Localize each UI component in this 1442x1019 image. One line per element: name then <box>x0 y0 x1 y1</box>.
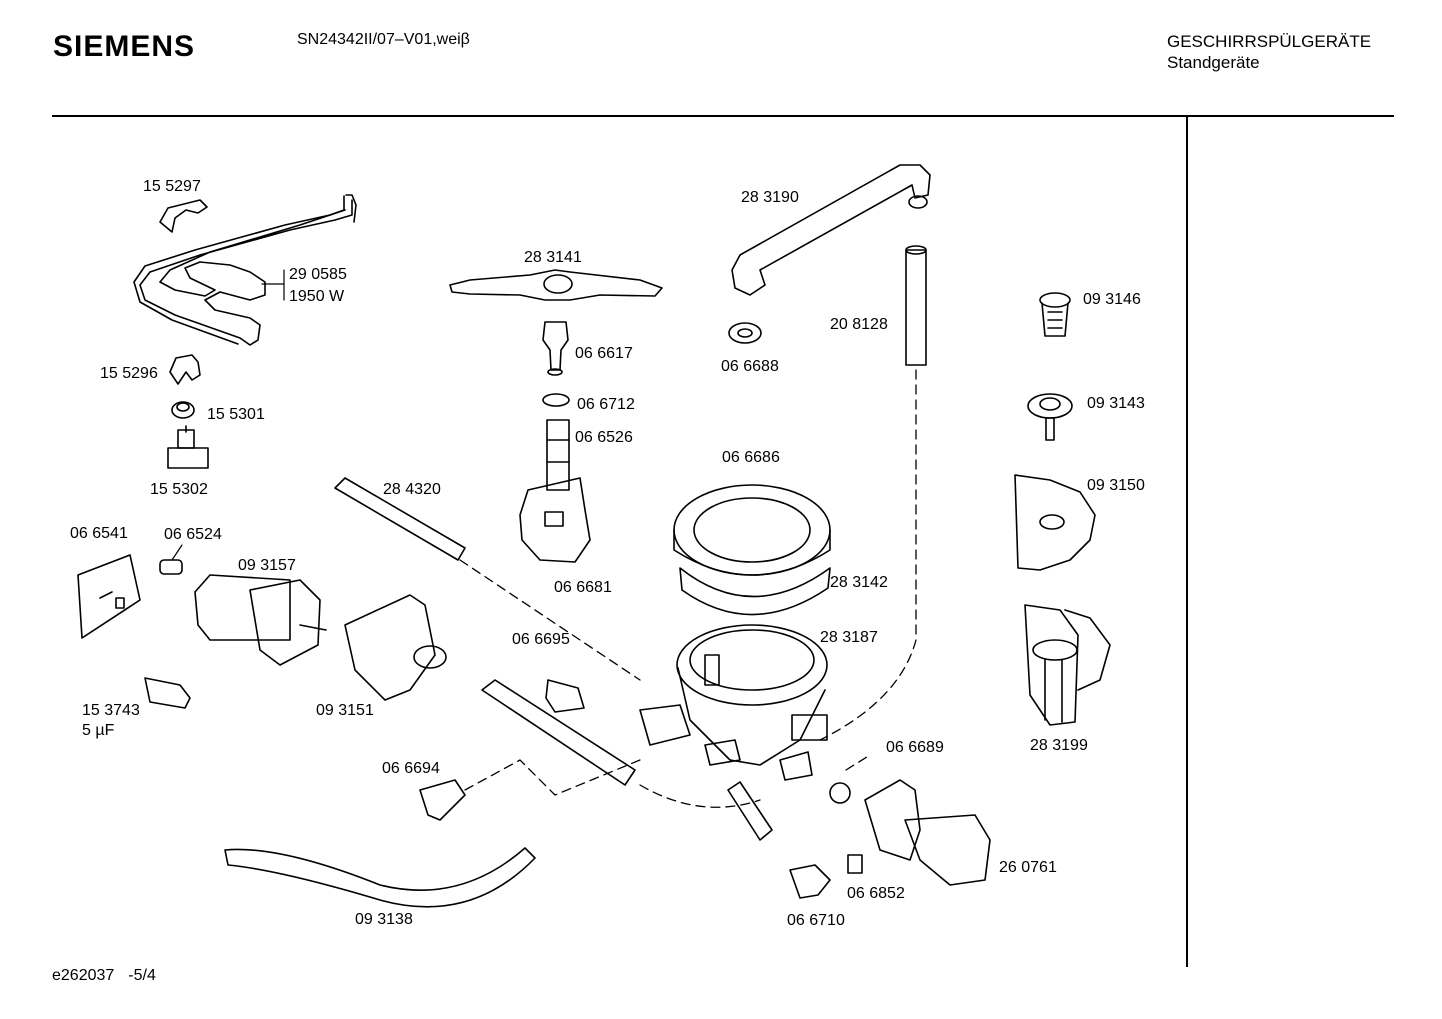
valve-09-3143-drawing <box>1027 393 1073 441</box>
ring-28-3142-drawing <box>679 567 831 616</box>
bracket-06-6541-drawing <box>77 554 141 639</box>
assembly-dashed-lines <box>459 369 917 808</box>
part-label-15-3743: 15 3743 <box>82 702 140 719</box>
sheet-number: -5/4 <box>128 967 156 984</box>
header-divider <box>52 115 1394 117</box>
part-label-06-6694: 06 6694 <box>382 760 440 777</box>
part-label-28-3199: 28 3199 <box>1030 737 1088 754</box>
part-label-15-5296: 15 5296 <box>100 365 158 382</box>
capacitor-15-3743-drawing <box>144 677 191 709</box>
part-label-06-6541: 06 6541 <box>70 525 128 542</box>
part-label-06-6712: 06 6712 <box>577 396 635 413</box>
part-label-06-6852: 06 6852 <box>847 885 905 902</box>
part-label-06-6689: 06 6689 <box>886 739 944 756</box>
clamp-06-6852-drawing <box>847 854 863 874</box>
part-label-06-6688: 06 6688 <box>721 358 779 375</box>
part-label-26-0761: 26 0761 <box>999 859 1057 876</box>
ring-06-6688-drawing <box>728 322 762 344</box>
clip-06-6710-drawing <box>789 864 831 899</box>
hose-06-6694-drawing <box>419 679 636 821</box>
part-label-06-6710: 06 6710 <box>787 912 845 929</box>
spray-arm-28-3190-drawing <box>731 164 931 296</box>
sensor-15-5302-drawing <box>167 425 209 469</box>
nozzle-06-6617-drawing <box>542 321 569 376</box>
part-label-06-6526: 06 6526 <box>575 429 633 446</box>
tube-20-8128-drawing <box>905 245 927 366</box>
part-label-06-6524: 06 6524 <box>164 526 222 543</box>
pump-motor-09-3157-drawing <box>194 574 327 666</box>
part-label-09-3157: 09 3157 <box>238 557 296 574</box>
part-label-09-3151: 09 3151 <box>316 702 374 719</box>
part-label-20-8128: 20 8128 <box>830 316 888 333</box>
part-label-06-6686: 06 6686 <box>722 449 780 466</box>
part-label-15-5297: 15 5297 <box>143 178 201 195</box>
clip-15-5296-drawing <box>169 354 201 385</box>
part-label-09-3138: 09 3138 <box>355 911 413 928</box>
sump-28-3187-drawing <box>639 624 828 781</box>
leader-lines <box>171 269 285 561</box>
category-subtitle: Standgeräte <box>1167 53 1260 72</box>
side-panel-divider <box>1186 117 1188 967</box>
part-label-28-3142: 28 3142 <box>830 574 888 591</box>
spray-arm-28-3141-drawing <box>449 269 663 301</box>
part-label-28-3187: 28 3187 <box>820 629 878 646</box>
hose-09-3138-drawing <box>224 847 536 908</box>
part-label-06-6617: 06 6617 <box>575 345 633 362</box>
brand-logo: SIEMENS <box>53 30 196 63</box>
part-label-09-3143: 09 3143 <box>1087 395 1145 412</box>
cover-09-3150-drawing <box>1014 474 1096 571</box>
clip-15-5297-drawing <box>159 199 208 233</box>
tube-28-4320-drawing <box>334 477 466 561</box>
part-note-29-0585: 1950 W <box>289 288 345 305</box>
screw-06-6524-drawing <box>159 559 183 575</box>
model-number: SN24342II/07–V01,weiβ <box>297 31 470 48</box>
heating-element-drawing <box>133 194 357 346</box>
footer: e262037 -5/4 <box>52 967 170 985</box>
part-label-29-0585: 29 0585 <box>289 266 347 283</box>
part-label-15-5301: 15 5301 <box>207 406 265 423</box>
shaft-deflector-drawing <box>519 419 591 563</box>
filter-09-3146-drawing <box>1039 292 1071 337</box>
category-title: GESCHIRRSPÜLGERÄTE <box>1167 32 1372 51</box>
valve-26-0761-drawing <box>864 779 991 886</box>
filter-basket-28-3199-drawing <box>1024 604 1111 726</box>
part-label-28-4320: 28 4320 <box>383 481 441 498</box>
part-note-15-3743: 5 µF <box>82 722 115 739</box>
part-label-09-3150: 09 3150 <box>1087 477 1145 494</box>
grommet-15-5301-drawing <box>171 401 195 419</box>
product-category: GESCHIRRSPÜLGERÄTE Standgeräte <box>1167 31 1371 73</box>
part-label-28-3141: 28 3141 <box>524 249 582 266</box>
ring-06-6686-drawing <box>673 484 831 576</box>
pump-housing-09-3151-drawing <box>344 594 447 701</box>
part-label-06-6695: 06 6695 <box>512 631 570 648</box>
part-label-28-3190: 28 3190 <box>741 189 799 206</box>
part-label-06-6681: 06 6681 <box>554 579 612 596</box>
part-label-15-5302: 15 5302 <box>150 481 208 498</box>
seal-06-6712-drawing <box>542 393 570 407</box>
pipe-sump-outlet-drawing <box>727 781 773 841</box>
part-label-09-3146: 09 3146 <box>1083 291 1141 308</box>
drawing-id: e262037 <box>52 967 115 984</box>
sleeve-06-6695-drawing <box>545 679 585 713</box>
seal-06-6689-drawing <box>829 782 851 804</box>
